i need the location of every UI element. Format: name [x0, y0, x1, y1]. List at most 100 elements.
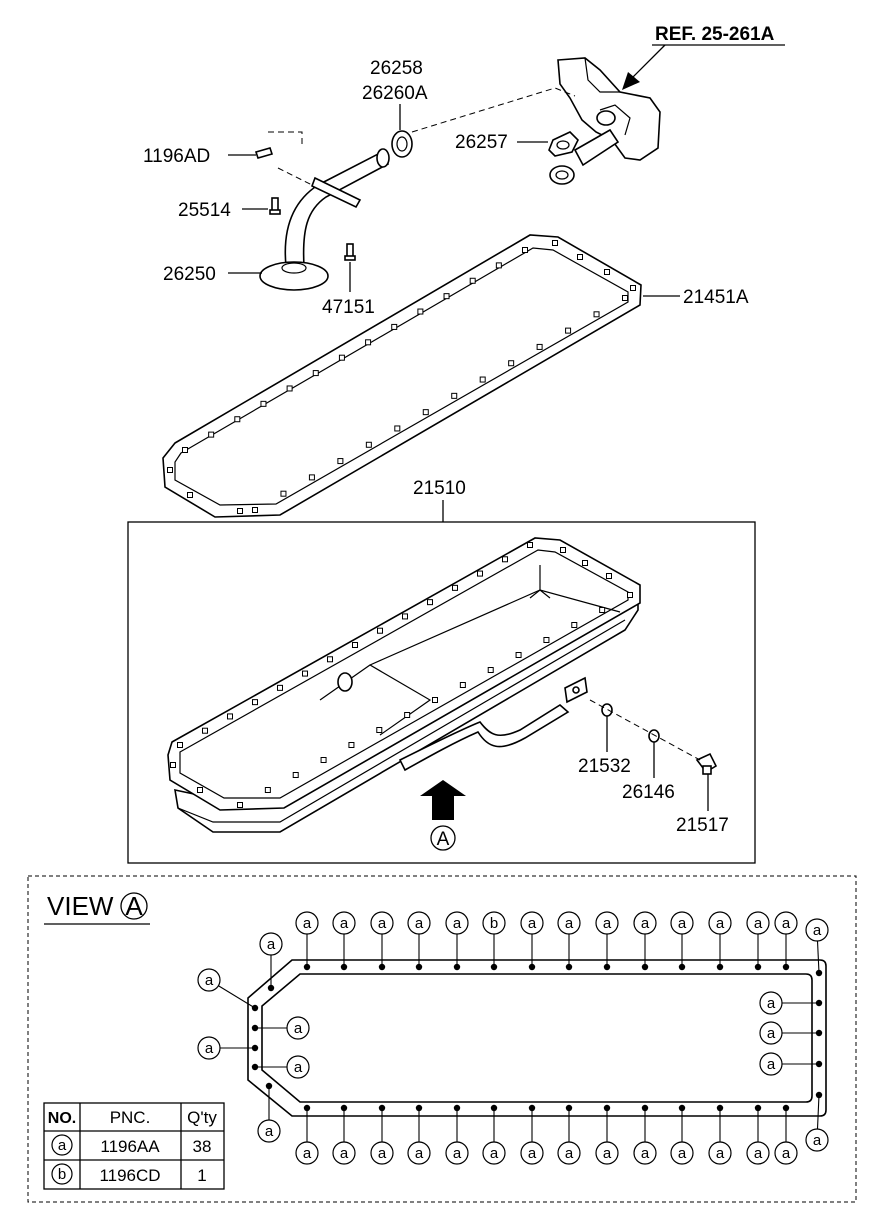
- label-21451a[interactable]: 21451A: [683, 287, 749, 308]
- view-callout-bottom-text: a: [453, 1145, 462, 1162]
- view-callout-top[interactable]: [370, 911, 394, 935]
- view-callout-bottom[interactable]: [520, 1141, 544, 1165]
- view-callout-bottom[interactable]: [670, 1141, 694, 1165]
- ref-label[interactable]: REF. 25-261A: [655, 24, 775, 45]
- label-26250[interactable]: 26250: [163, 264, 216, 285]
- label-21510[interactable]: 21510: [413, 478, 466, 499]
- view-title-marker: A: [125, 891, 143, 921]
- view-callout-top[interactable]: [295, 911, 319, 935]
- view-callout-bottom-text: a: [641, 1145, 650, 1162]
- view-callout-top[interactable]: [482, 911, 506, 935]
- view-callout-top[interactable]: [407, 911, 431, 935]
- pan-hole: [527, 542, 533, 548]
- gasket-hole: [394, 425, 401, 432]
- view-callout-bottom[interactable]: [407, 1141, 431, 1165]
- view-callout-right-inner[interactable]: [759, 1052, 783, 1076]
- pan-hole: [606, 573, 612, 579]
- view-callout-top-text: a: [453, 915, 462, 932]
- view-callout-right-outer-text: a: [813, 922, 822, 939]
- pan-hole: [560, 547, 566, 553]
- view-callout-left-inner-bolt: [251, 1024, 259, 1032]
- view-callout-bottom[interactable]: [295, 1141, 319, 1165]
- view-callout-top[interactable]: [595, 911, 619, 935]
- view-callout-top[interactable]: [520, 911, 544, 935]
- label-26146[interactable]: 26146: [622, 782, 675, 803]
- table-header-no: NO.: [48, 1110, 76, 1127]
- pan-hole: [177, 742, 183, 748]
- pan-hole: [502, 556, 508, 563]
- pan-hole: [543, 637, 550, 643]
- view-callout-bottom[interactable]: [482, 1141, 506, 1165]
- label-26257[interactable]: 26257: [455, 132, 508, 153]
- gasket-hole: [604, 269, 610, 275]
- label-21532[interactable]: 21532: [578, 756, 631, 777]
- view-callout-left-outer[interactable]: [197, 1036, 221, 1060]
- ref-arrowhead: [622, 72, 640, 90]
- view-callout-left-outer[interactable]: [197, 968, 221, 992]
- view-callout-bottom[interactable]: [633, 1141, 657, 1165]
- view-callout-bottom[interactable]: [445, 1141, 469, 1165]
- gasket-hole: [622, 295, 628, 301]
- bolt-1196ad: [254, 147, 274, 159]
- view-callout-top[interactable]: [332, 911, 356, 935]
- view-callout-top[interactable]: [774, 911, 798, 935]
- dash-line-top: [411, 87, 576, 133]
- oil-pan-21510: [167, 537, 641, 833]
- view-callout-right-inner[interactable]: [759, 1021, 783, 1045]
- label-1196ad[interactable]: 1196AD: [143, 146, 210, 167]
- view-callout-top[interactable]: [557, 911, 581, 935]
- view-callout-bottom[interactable]: [774, 1141, 798, 1165]
- view-callout-left-outer[interactable]: [257, 1119, 281, 1143]
- pan-hole: [515, 652, 522, 658]
- view-callout-left-inner[interactable]: [286, 1055, 310, 1079]
- pan-hole: [571, 622, 578, 628]
- view-callout-right-outer[interactable]: [805, 918, 829, 942]
- view-callout-right-outer[interactable]: [805, 1128, 829, 1152]
- view-callout-top[interactable]: [633, 911, 657, 935]
- view-callout-left-inner-text: a: [294, 1020, 303, 1037]
- oil-pan-gasket-21451a: [162, 234, 642, 518]
- view-callout-top-text: a: [603, 915, 612, 932]
- view-callout-bottom-bolt: [782, 1104, 790, 1112]
- view-callout-left-outer-text: a: [205, 1040, 214, 1057]
- view-callout-top-bolt: [782, 963, 790, 971]
- view-callout-right-inner[interactable]: [759, 991, 783, 1015]
- view-callout-bottom-bolt: [415, 1104, 423, 1112]
- view-callout-top-bolt: [303, 963, 311, 971]
- view-callout-bottom[interactable]: [595, 1141, 619, 1165]
- label-21517[interactable]: 21517: [676, 815, 729, 836]
- label-26258[interactable]: 26258: [370, 58, 423, 79]
- gasket-hole: [469, 277, 476, 284]
- view-marker-circle[interactable]: [430, 825, 456, 851]
- view-callout-bottom[interactable]: [557, 1141, 581, 1165]
- gasket-hole: [391, 323, 398, 330]
- gasket-hole: [522, 247, 528, 253]
- label-25514[interactable]: 25514: [178, 200, 231, 221]
- label-26260a[interactable]: 26260A: [362, 83, 428, 104]
- view-callout-top-text: a: [678, 915, 687, 932]
- view-callout-left-outer-bolt: [267, 984, 275, 992]
- label-47151[interactable]: 47151: [322, 297, 375, 318]
- view-callout-right-inner-text: a: [767, 1025, 776, 1042]
- view-callout-top[interactable]: [708, 911, 732, 935]
- oil-pump-housing: [549, 57, 661, 185]
- view-callout-left-inner[interactable]: [286, 1016, 310, 1040]
- gasket-hole: [365, 339, 372, 346]
- gasket-hole: [260, 400, 267, 407]
- view-callout-top[interactable]: [746, 911, 770, 935]
- view-callout-left-outer[interactable]: [259, 932, 283, 956]
- table-row-b-no: b: [58, 1166, 66, 1183]
- view-callout-left-outer-bolt: [265, 1082, 273, 1090]
- view-callout-top[interactable]: [670, 911, 694, 935]
- view-callout-top-bolt: [603, 963, 611, 971]
- view-callout-bottom[interactable]: [370, 1141, 394, 1165]
- view-callout-bottom[interactable]: [332, 1141, 356, 1165]
- pan-hole: [197, 787, 203, 793]
- view-callout-top[interactable]: [445, 911, 469, 935]
- pan-hole: [627, 592, 633, 598]
- view-marker-text: A: [437, 829, 450, 850]
- view-callout-bottom[interactable]: [708, 1141, 732, 1165]
- view-callout-bottom[interactable]: [746, 1141, 770, 1165]
- table-row-b-marker: [51, 1163, 73, 1185]
- view-callout-top-text: a: [415, 915, 424, 932]
